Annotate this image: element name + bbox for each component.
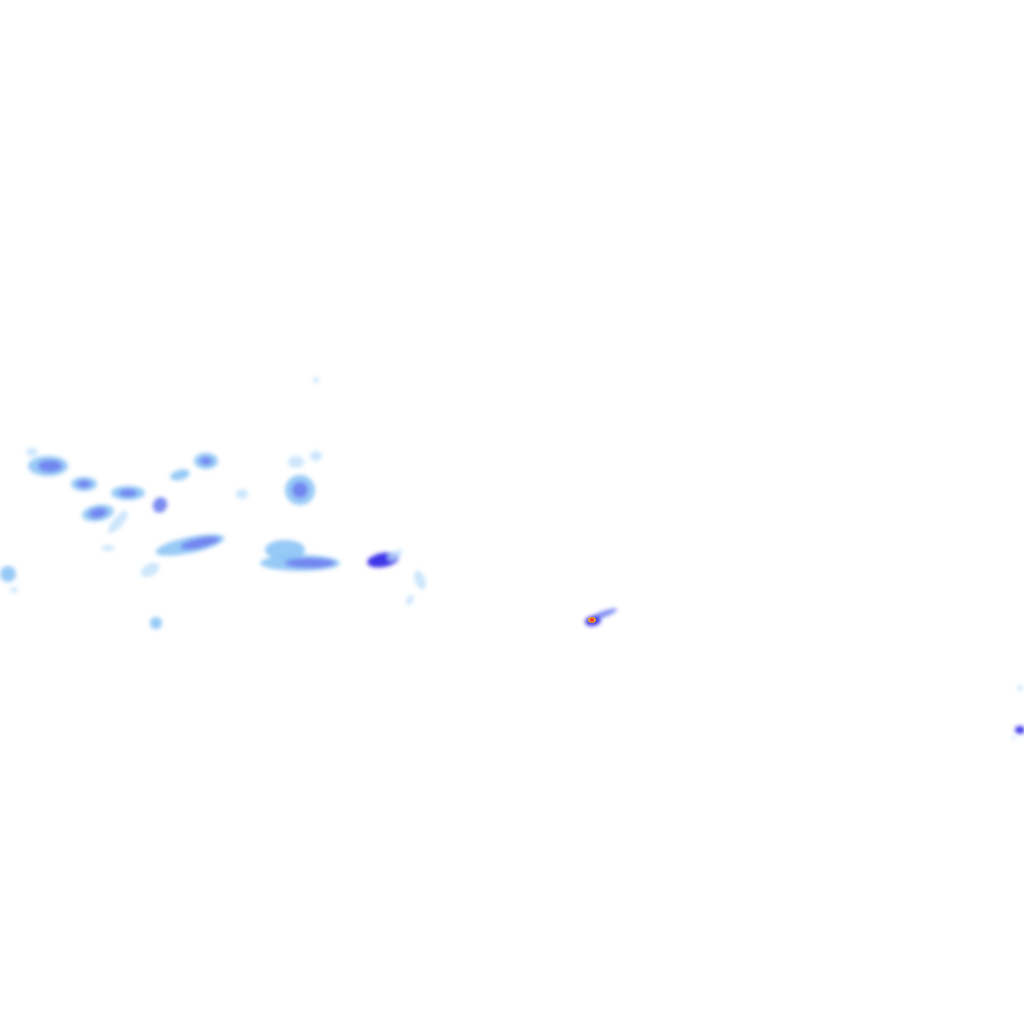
precipitation-cell-light [387,549,403,561]
precipitation-cell-heavy [200,457,212,465]
precipitation-cell-medium [170,469,190,481]
precipitation-cell-light [26,448,38,456]
precipitation-cell-medium [0,566,16,582]
precipitation-cell-light [313,377,319,383]
precipitation-cell-heavy [89,507,107,519]
precipitation-cell-heavy [180,536,220,550]
precipitation-cell-heavy [152,497,168,513]
precipitation-cell-heavy [292,482,308,498]
precipitation-cell-light [1017,685,1023,691]
precipitation-cell-heavy [285,558,335,568]
precipitation-cell-light [288,456,304,468]
precipitation-cell-light [102,545,114,551]
precipitation-cell-light [236,489,248,499]
precipitation-cell-heavy [77,480,91,488]
precipitation-cell-light [406,594,414,606]
precipitation-cell-light [108,510,128,534]
precipitation-cell-heavy [119,489,137,497]
precipitation-cell-light [310,451,322,461]
precipitation-cell-light [10,587,18,593]
precipitation-cell-very_heavy [1015,726,1024,734]
precipitation-cell-light [1012,736,1016,740]
precipitation-cell-heavy [38,460,62,472]
precipitation-cell-medium [265,540,305,560]
precipitation-cell-light [414,570,426,590]
precipitation-core [590,618,594,622]
precipitation-cell-medium [150,617,162,629]
precipitation-cell-light [140,562,160,578]
